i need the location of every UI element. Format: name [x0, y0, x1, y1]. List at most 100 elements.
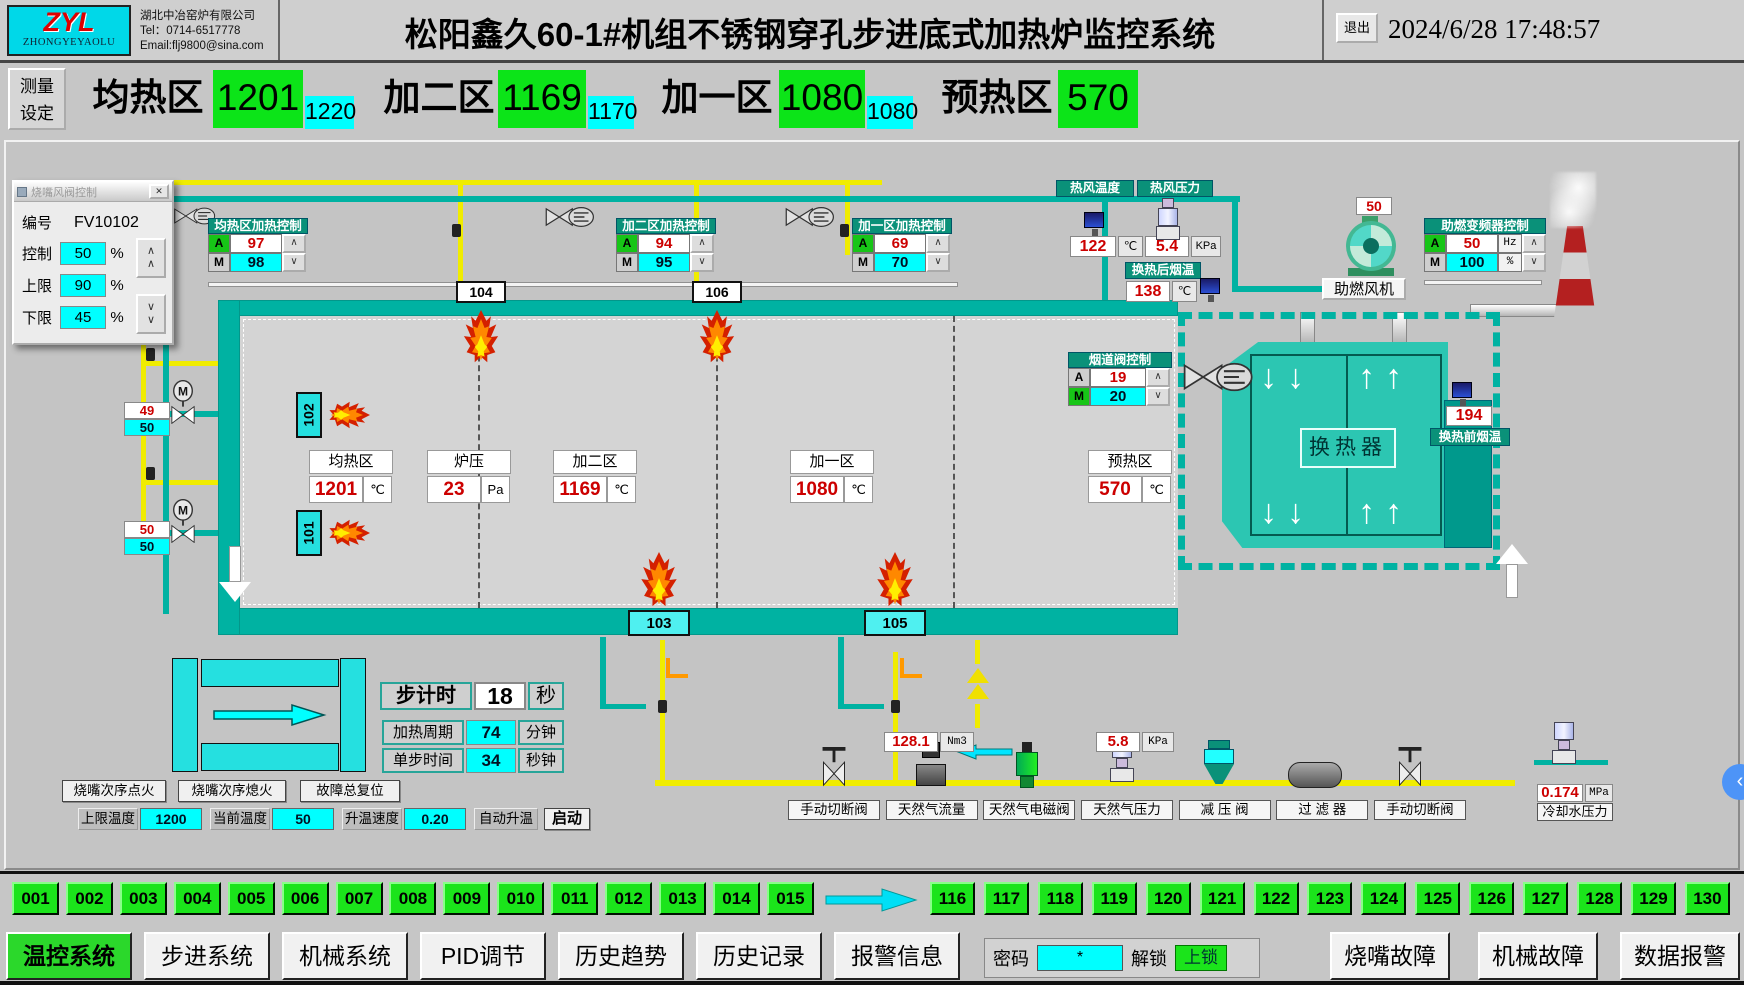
combustion-fan-button[interactable]: 助燃风机 — [1322, 278, 1406, 300]
manual-shutoff-valve-icon[interactable] — [820, 746, 848, 788]
valve-icon[interactable] — [658, 700, 667, 713]
increment-button[interactable]: ∧ — [926, 234, 950, 253]
burner-status-button[interactable]: 014 — [712, 882, 760, 915]
manual-shutoff-valve-icon[interactable] — [1396, 746, 1424, 788]
unlock-button[interactable]: 解锁 — [1131, 949, 1167, 969]
burner-status-button[interactable]: 117 — [983, 882, 1029, 915]
burner-status-button[interactable]: 007 — [335, 882, 383, 915]
auto-mode-button[interactable]: A — [1068, 368, 1090, 387]
decrement-button[interactable]: ∨ — [690, 253, 714, 272]
data-alarm-button[interactable]: 数据报警 — [1620, 932, 1740, 980]
tab-pid-tuning[interactable]: PID调节 — [420, 932, 546, 980]
burner-104[interactable]: 104 — [456, 281, 506, 303]
burner-sequence-ignite-button[interactable]: 烧嘴次序点火 — [62, 780, 166, 802]
burner-status-button[interactable]: 124 — [1361, 882, 1407, 915]
increment-button[interactable]: ∧ — [690, 234, 714, 253]
burner-105[interactable]: 105 — [864, 610, 926, 636]
tab-history-record[interactable]: 历史记录 — [696, 932, 822, 980]
manual-value[interactable]: 95 — [638, 253, 690, 272]
measure-set-button[interactable]: 测量 设定 — [8, 68, 66, 130]
burner-102[interactable]: 102 — [296, 392, 322, 438]
burner-status-button[interactable]: 130 — [1684, 882, 1730, 915]
burner-status-button[interactable]: 011 — [551, 882, 599, 915]
overlay-back-icon[interactable]: ‹ — [1722, 764, 1744, 800]
zone-sp[interactable]: 1080 — [867, 96, 918, 129]
burner-106[interactable]: 106 — [692, 281, 742, 303]
burner-fault-button[interactable]: 烧嘴故障 — [1330, 932, 1450, 980]
burner-status-button[interactable]: 120 — [1145, 882, 1191, 915]
burner-status-button[interactable]: 001 — [12, 882, 59, 915]
password-input[interactable] — [1037, 945, 1123, 971]
burner-status-button[interactable]: 013 — [659, 882, 707, 915]
decrement-button[interactable]: ∨∨ — [136, 294, 166, 334]
burner-status-button[interactable]: 122 — [1253, 882, 1299, 915]
manual-mode-button[interactable]: M — [1068, 387, 1090, 406]
upper-limit-value[interactable]: 90 — [60, 274, 106, 297]
valve-icon[interactable] — [452, 224, 461, 237]
manual-value[interactable]: 98 — [230, 253, 282, 272]
motor-valve-icon[interactable] — [170, 499, 196, 543]
increment-button[interactable]: ∧ — [1522, 234, 1546, 253]
zone-sp[interactable]: 1170 — [588, 96, 637, 129]
tab-walking-system[interactable]: 步进系统 — [144, 932, 270, 980]
manual-value[interactable]: 70 — [874, 253, 926, 272]
limit-temp-value[interactable]: 1200 — [140, 808, 202, 830]
close-icon[interactable]: ✕ — [149, 184, 169, 199]
auto-mode-button[interactable]: A — [1424, 234, 1446, 253]
burner-103[interactable]: 103 — [628, 610, 690, 636]
burner-status-button[interactable]: 003 — [119, 882, 167, 915]
tab-alarm-info[interactable]: 报警信息 — [834, 932, 960, 980]
burner-status-button[interactable]: 005 — [227, 882, 275, 915]
valve-icon[interactable] — [840, 224, 849, 237]
burner-sequence-extinguish-button[interactable]: 烧嘴次序熄火 — [178, 780, 286, 802]
burner-status-button[interactable]: 012 — [605, 882, 653, 915]
fault-reset-button[interactable]: 故障总复位 — [300, 780, 400, 802]
burner-status-button[interactable]: 125 — [1415, 882, 1461, 915]
burner-status-button[interactable]: 126 — [1469, 882, 1515, 915]
tab-temperature-control[interactable]: 温控系统 — [6, 932, 132, 980]
burner-status-button[interactable]: 116 — [930, 882, 975, 915]
manual-value[interactable]: 20 — [1090, 387, 1146, 406]
control-value[interactable]: 50 — [60, 242, 106, 265]
decrement-button[interactable]: ∨ — [926, 253, 950, 272]
burner-status-button[interactable]: 002 — [65, 882, 113, 915]
flow-meter-icon[interactable] — [916, 764, 946, 786]
manual-value[interactable]: 100 — [1446, 253, 1498, 272]
lock-status-badge[interactable]: 上锁 — [1175, 945, 1227, 971]
zone-sp[interactable]: 1220 — [305, 96, 356, 129]
increment-button[interactable]: ∧ — [1146, 368, 1170, 387]
burner-status-button[interactable]: 015 — [766, 882, 814, 915]
decrement-button[interactable]: ∨ — [1146, 387, 1170, 406]
ramp-rate-value[interactable]: 0.20 — [404, 808, 466, 830]
manual-mode-button[interactable]: M — [208, 253, 230, 272]
burner-status-button[interactable]: 128 — [1577, 882, 1623, 915]
flue-valve-fan-icon[interactable] — [1180, 358, 1254, 396]
motor-valve-icon[interactable] — [170, 380, 196, 424]
auto-mode-button[interactable]: A — [616, 234, 638, 253]
cooling-water-sensor-icon[interactable] — [1552, 722, 1576, 764]
valve-sp[interactable]: 50 — [124, 538, 170, 555]
valve-fan-icon[interactable] — [543, 203, 595, 231]
exit-button[interactable]: 退出 — [1336, 13, 1378, 43]
tab-mechanical-system[interactable]: 机械系统 — [282, 932, 408, 980]
manual-mode-button[interactable]: M — [852, 253, 874, 272]
burner-101[interactable]: 101 — [296, 510, 322, 556]
filter-icon[interactable] — [1288, 762, 1342, 788]
manual-mode-button[interactable]: M — [1424, 253, 1446, 272]
dialog-titlebar[interactable]: 烧嘴风阀控制 ✕ — [14, 182, 172, 202]
burner-status-button[interactable]: 006 — [281, 882, 329, 915]
burner-status-button[interactable]: 118 — [1037, 882, 1083, 915]
burner-status-button[interactable]: 121 — [1199, 882, 1245, 915]
increment-button[interactable]: ∧ — [282, 234, 306, 253]
burner-status-button[interactable]: 129 — [1630, 882, 1676, 915]
burner-status-button[interactable]: 119 — [1091, 882, 1137, 915]
burner-status-button[interactable]: 008 — [389, 882, 437, 915]
valve-icon[interactable] — [891, 700, 900, 713]
manual-mode-button[interactable]: M — [616, 253, 638, 272]
decrement-button[interactable]: ∨ — [282, 253, 306, 272]
increment-button[interactable]: ∧∧ — [136, 238, 166, 278]
burner-status-button[interactable]: 009 — [443, 882, 491, 915]
decrement-button[interactable]: ∨ — [1522, 253, 1546, 272]
auto-mode-button[interactable]: A — [208, 234, 230, 253]
burner-status-button[interactable]: 010 — [497, 882, 545, 915]
